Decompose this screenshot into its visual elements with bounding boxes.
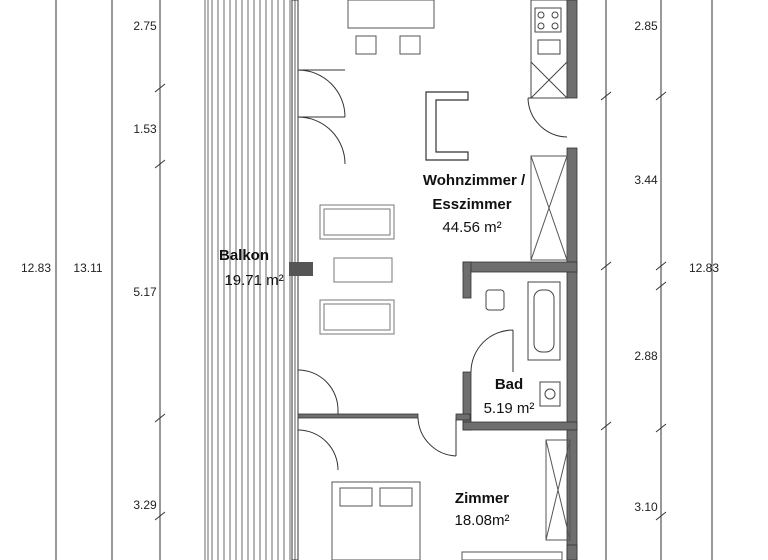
balcony-decking bbox=[204, 0, 291, 560]
dim-right-1: 2.85 bbox=[634, 19, 658, 33]
dim-left-3: 5.17 bbox=[133, 285, 157, 299]
dim-right-4: 3.10 bbox=[634, 500, 658, 514]
dining-table bbox=[347, 0, 435, 55]
balcony-doors bbox=[297, 69, 346, 471]
dim-left-4: 3.29 bbox=[133, 498, 157, 512]
room-zimmer-area: 18.08m² bbox=[454, 512, 510, 529]
kitchen-counter bbox=[530, 0, 568, 99]
room-wohnzimmer-label-2: Esszimmer bbox=[432, 196, 512, 213]
closet-living bbox=[530, 155, 568, 261]
room-zimmer-label: Zimmer bbox=[454, 490, 510, 507]
room-bad-area: 5.19 m² bbox=[483, 400, 535, 417]
dimension-lines bbox=[55, 0, 713, 560]
bathroom-fixtures bbox=[485, 281, 561, 407]
dim-right-total: 12.83 bbox=[688, 261, 720, 275]
room-balkon-area: 19.71 m² bbox=[224, 272, 284, 289]
living-furniture bbox=[319, 204, 395, 335]
armchair bbox=[425, 91, 469, 161]
dim-left-1: 2.75 bbox=[133, 19, 157, 33]
dim-left-2: 1.53 bbox=[133, 122, 157, 136]
dim-left-total-a: 12.83 bbox=[20, 261, 52, 275]
bedroom-furniture bbox=[331, 439, 571, 560]
dim-right-2: 3.44 bbox=[634, 173, 658, 187]
room-balkon-label: Balkon bbox=[218, 247, 270, 264]
facade-wall bbox=[289, 0, 313, 560]
room-wohnzimmer-label-1: Wohnzimmer / bbox=[422, 172, 526, 189]
room-wohnzimmer-area: 44.56 m² bbox=[442, 219, 502, 236]
interior-walls bbox=[297, 0, 578, 560]
dim-left-total-b: 13.11 bbox=[73, 261, 103, 275]
room-bad-label: Bad bbox=[494, 376, 524, 393]
dim-right-3: 2.88 bbox=[634, 349, 658, 363]
